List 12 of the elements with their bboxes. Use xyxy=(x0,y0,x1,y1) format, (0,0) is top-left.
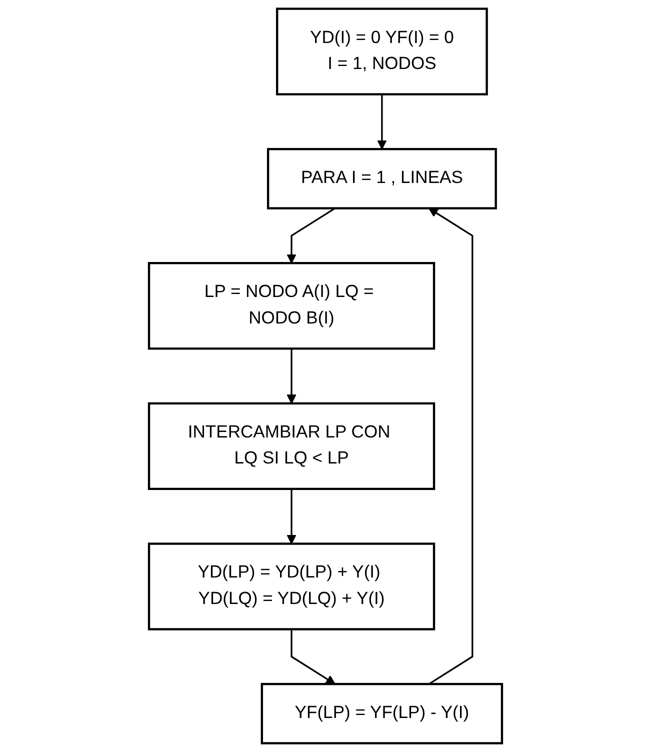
arrow xyxy=(290,629,336,684)
node-box: YF(LP) = YF(LP) - Y(I) xyxy=(260,682,504,744)
arrow xyxy=(428,208,474,685)
arrow xyxy=(377,94,387,150)
node-box: YD(LP) = YD(LP) + Y(I) YD(LQ) = YD(LQ) + Y(I) xyxy=(148,542,436,630)
arrow xyxy=(286,488,296,544)
arrow xyxy=(286,208,336,264)
arrow xyxy=(286,348,296,404)
node-box: INTERCAMBIAR LP CON LQ SI LQ < LP xyxy=(148,402,436,490)
node-box: YD(I) = 0 YF(I) = 0 I = 1, NODOS xyxy=(276,8,488,96)
node-box: LP = NODO A(I) LQ = NODO B(I) xyxy=(148,262,436,350)
node-box: PARA I = 1 , LINEAS xyxy=(266,148,497,210)
